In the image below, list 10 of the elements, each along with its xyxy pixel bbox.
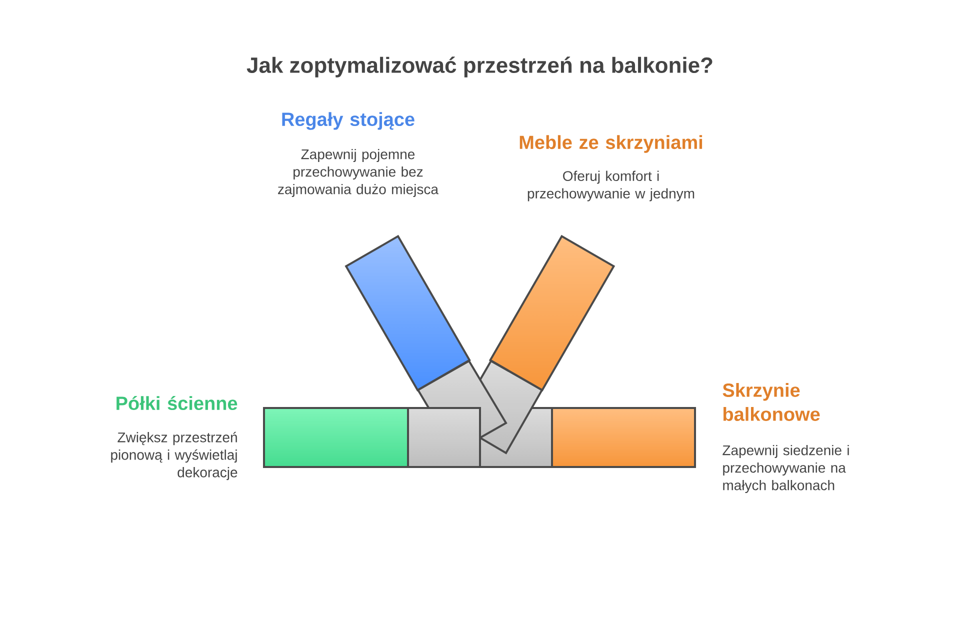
- description: Oferuj komfort i przechowywanie w jednym: [528, 170, 694, 202]
- heading: Meble ze skrzyniami: [520, 135, 702, 153]
- heading: Regały stojące: [282, 112, 414, 130]
- title: Jak zoptymalizować przestrzeń na balkonie?: [246, 56, 712, 78]
- heading: Półki ścienne: [116, 396, 238, 410]
- description: Zwiększ przestrzeń pionową i wyświetlaj dekoracje: [111, 432, 238, 480]
- heading: Skrzynie balkonowe: [722, 383, 820, 421]
- bar: [344, 234, 471, 392]
- description: Zapewnij pojemne przechowywanie bez zajmowania dużo miejsca: [278, 148, 438, 198]
- description: Zapewnij siedzenie i przechowywanie na małych balkonach: [722, 444, 849, 494]
